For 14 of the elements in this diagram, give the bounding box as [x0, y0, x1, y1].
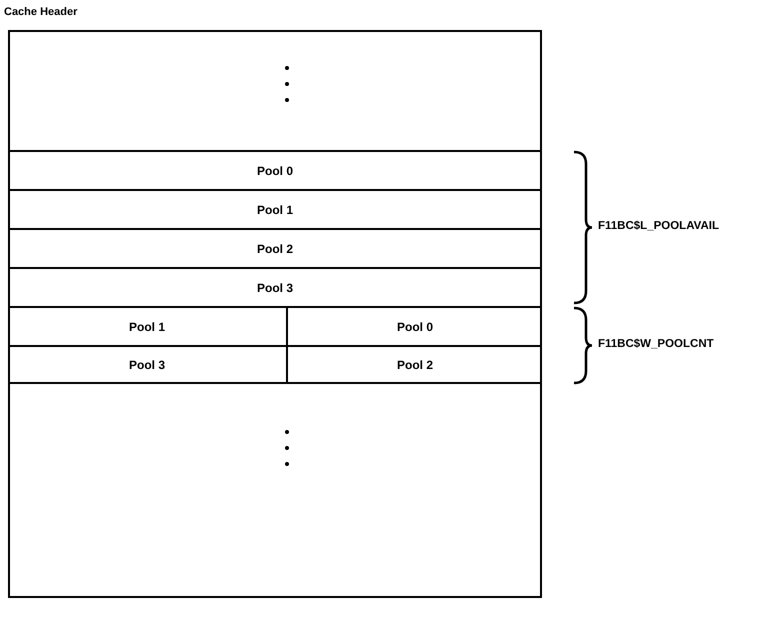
pool-row: [286, 306, 542, 345]
pool-label: Pool 3: [128, 358, 165, 372]
pool-row: [8, 345, 286, 384]
section-title: Cache Header: [4, 6, 78, 18]
pool-label: Pool 0: [256, 164, 293, 178]
pool-row: [286, 345, 542, 384]
pool-label: Pool 1: [256, 202, 293, 216]
pool-label: Pool 3: [256, 280, 293, 294]
field-name-label: F11BC$W_POOLCNT: [598, 338, 714, 350]
pool-label: Pool 1: [128, 320, 165, 334]
pool-label: Pool 0: [396, 320, 433, 334]
pool-label: Pool 2: [396, 358, 433, 372]
field-name-label: F11BC$L_POOLAVAIL: [598, 220, 719, 232]
pool-label: Pool 2: [256, 242, 293, 256]
